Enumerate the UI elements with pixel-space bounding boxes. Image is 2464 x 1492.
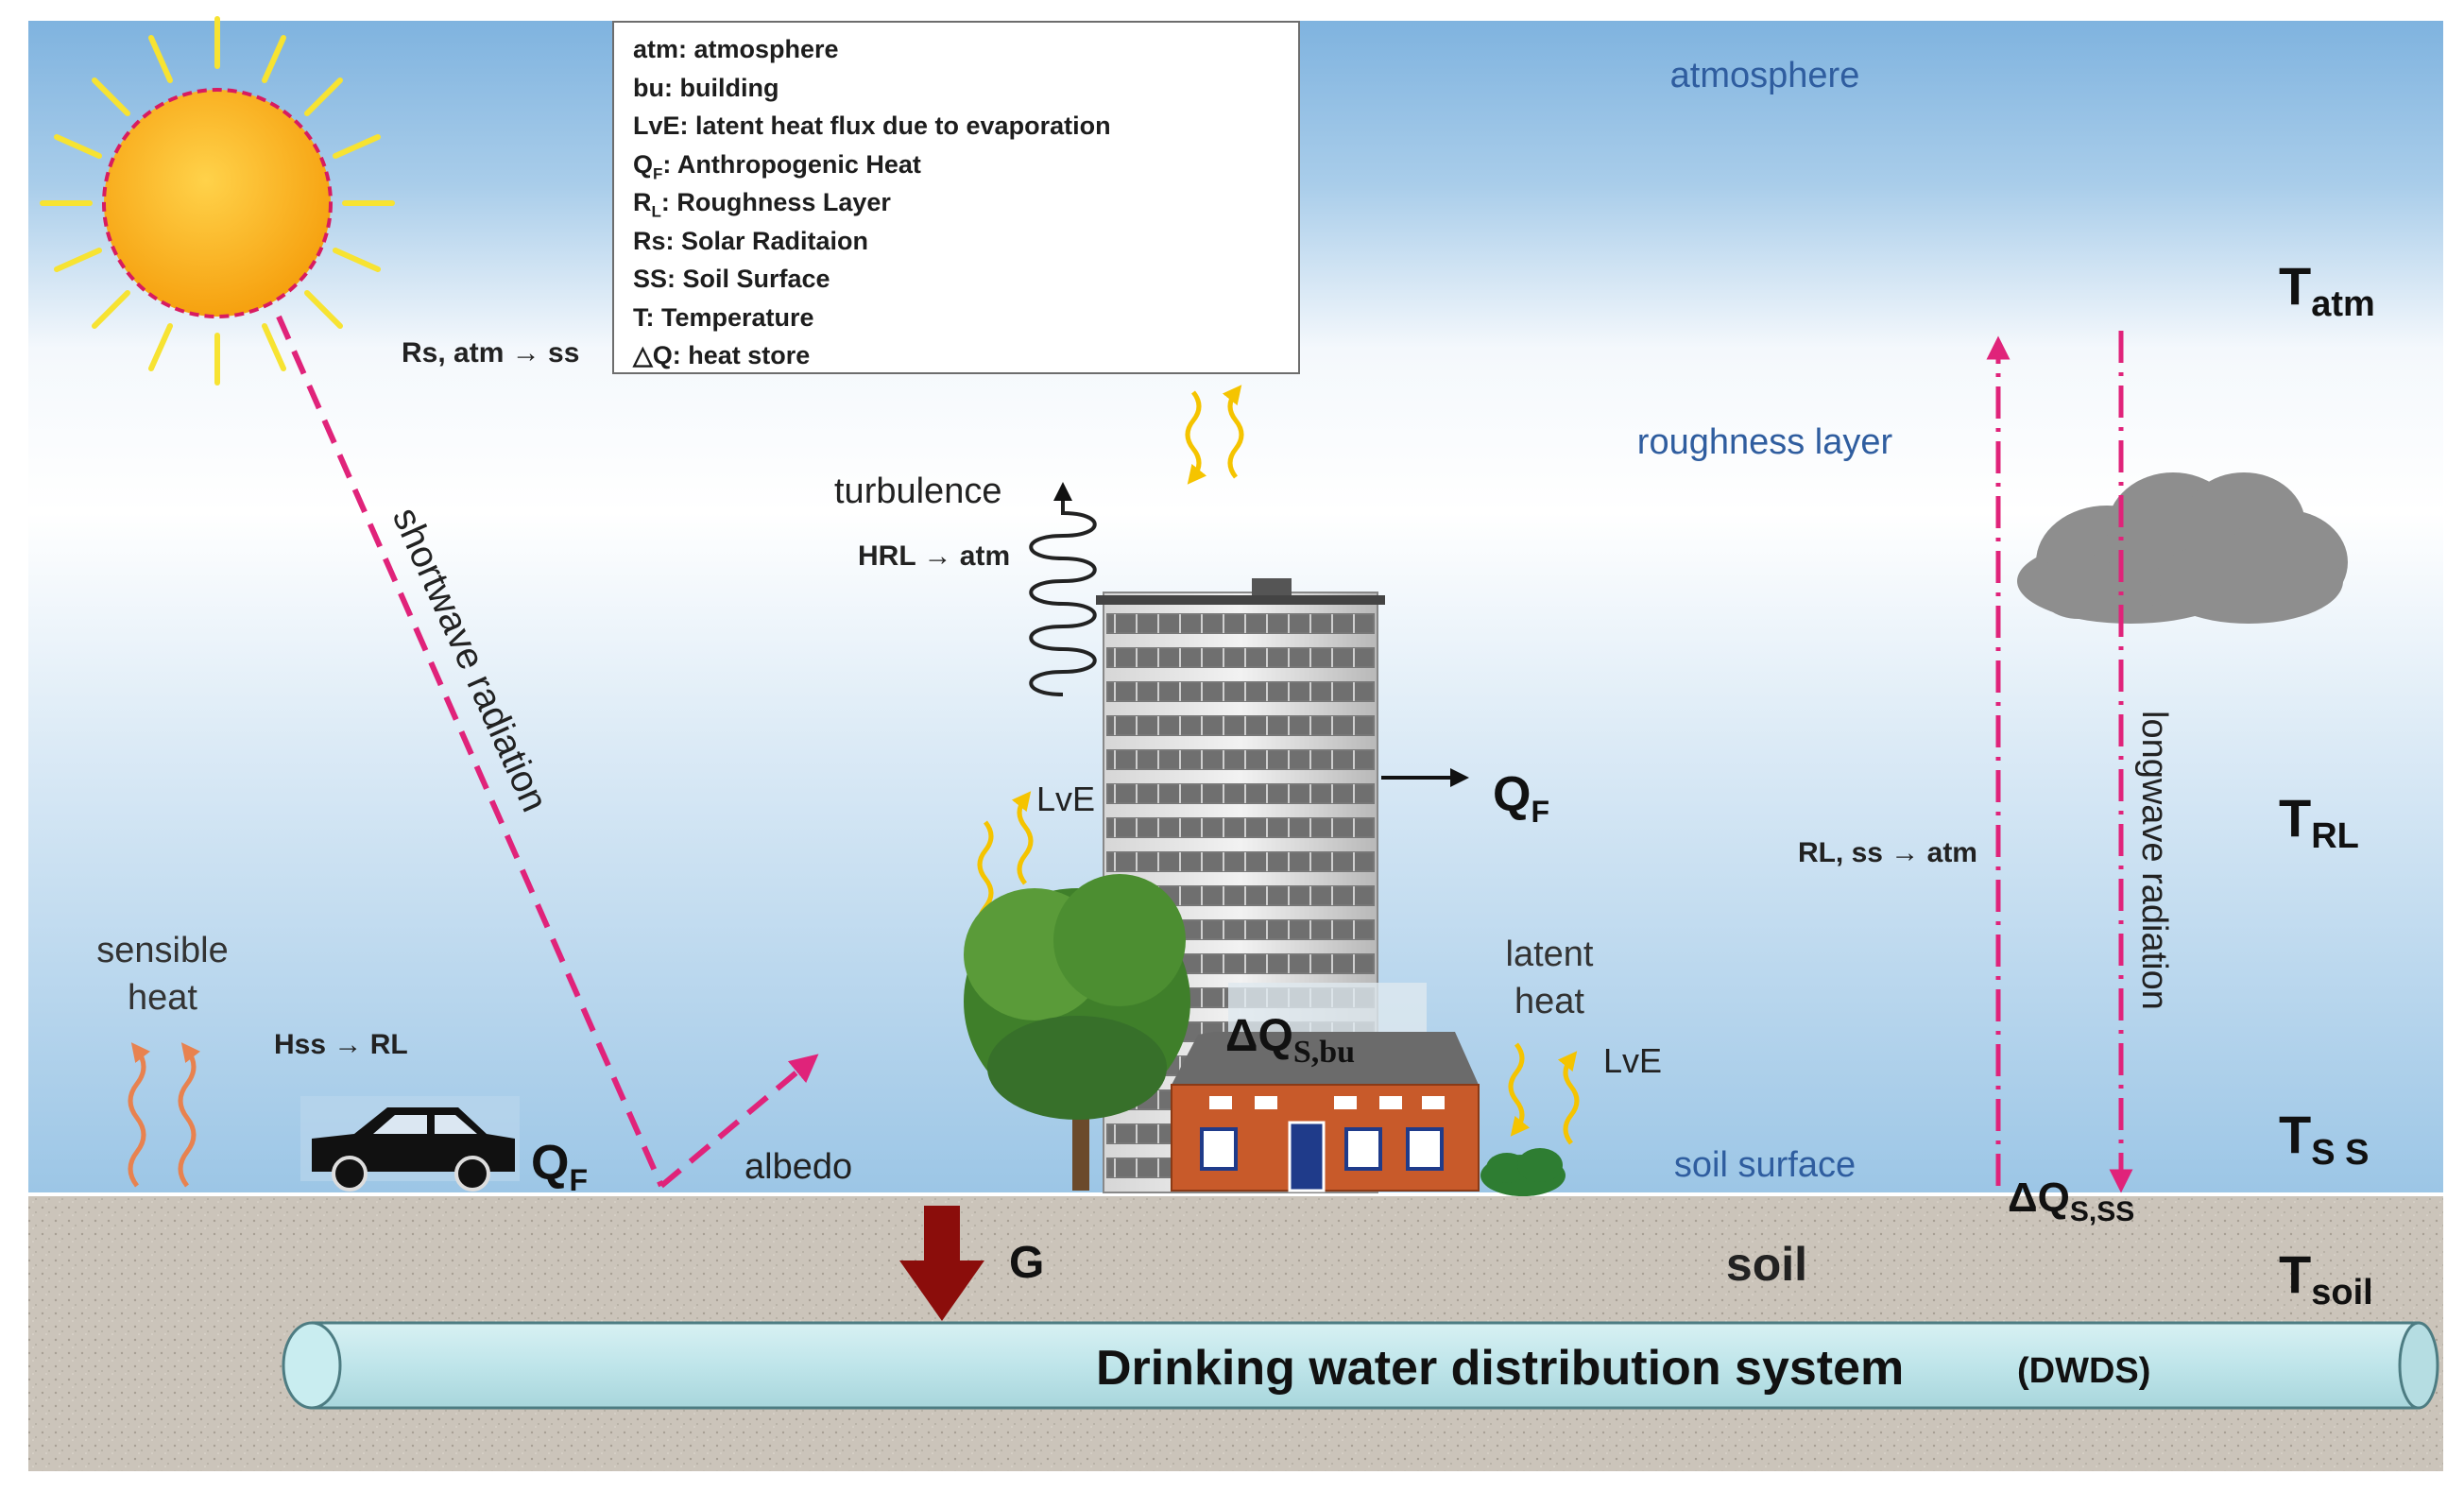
rl-ss-atm-label: RL, ss → atm — [1798, 837, 1977, 868]
tower-window-band — [1106, 851, 1375, 872]
g-label: G — [1009, 1238, 1044, 1288]
t-soil-label: Tsoil — [2279, 1244, 2373, 1312]
tower-window-band — [1106, 817, 1375, 838]
house-icon — [1171, 983, 1480, 1192]
legend-item-dq: △Q: heat store — [633, 341, 811, 369]
legend-item-ss: SS: Soil Surface — [633, 265, 830, 293]
atmosphere-label: atmosphere — [1670, 56, 1860, 95]
ground-lve-squiggles — [1508, 1042, 1580, 1145]
latent-flux-top-squiggles — [1185, 385, 1244, 485]
legend-item-atm: atm: atmosphere — [633, 35, 839, 63]
pipe-icon — [282, 1321, 2439, 1410]
legend-item-t: T: Temperature — [633, 302, 814, 332]
tower-window-band — [1106, 749, 1375, 770]
shortwave-ray — [276, 315, 664, 1188]
legend-item-qf: QF: Anthropogenic Heat — [633, 149, 921, 182]
tower-window-band — [1106, 647, 1375, 668]
tree-icon — [964, 874, 1190, 1191]
soil-surface-label: soil surface — [1674, 1145, 1856, 1185]
latent-heat-label-2: heat — [1514, 982, 1584, 1021]
cloud-icon — [2017, 472, 2348, 624]
dq-bu-label: ΔQS,bu — [1225, 1011, 1355, 1070]
tower-window-band — [1106, 681, 1375, 702]
albedo-label: albedo — [744, 1147, 852, 1187]
lve-ground-label: LvE — [1603, 1041, 1662, 1080]
t-ss-label: TS S — [2279, 1105, 2369, 1173]
turbulence-label: turbulence — [834, 472, 1001, 511]
soil-label: soil — [1726, 1238, 1807, 1291]
rs-flux-label: Rs, atm → ss — [402, 337, 579, 369]
car-icon — [300, 1096, 520, 1192]
qf-building-label: QF — [1493, 767, 1549, 829]
dwds-name-label: Drinking water distribution system — [1096, 1341, 1904, 1396]
qf-car-label: QF — [531, 1136, 588, 1197]
sensible-heat-label-1: sensible — [96, 931, 228, 970]
h-rl-atm-label: HRL → atm — [858, 540, 1010, 572]
roughness-layer-label: roughness layer — [1637, 422, 1893, 462]
latent-heat-label-1: latent — [1506, 935, 1594, 974]
tower-window-band — [1106, 613, 1375, 634]
lve-building-label: LvE — [1036, 780, 1095, 818]
legend-item-bu: bu: building — [633, 73, 779, 102]
t-rl-label: TRL — [2279, 788, 2359, 856]
ground-heat-arrow — [899, 1206, 984, 1321]
legend-item-rs: Rs: Solar Raditaion — [633, 226, 869, 255]
sensible-heat-label-2: heat — [128, 978, 197, 1018]
tower-window-band — [1106, 715, 1375, 736]
h-ss-rl-label: Hss → RL — [274, 1029, 408, 1060]
sun-icon — [40, 16, 395, 386]
dq-ss-label: ΔQS,SS — [2008, 1175, 2134, 1227]
sensible-heat-squiggles — [128, 1042, 201, 1188]
bush-icon — [1480, 1148, 1566, 1196]
legend-item-rl: RL: Roughness Layer — [633, 188, 891, 221]
dwds-abbr-label: (DWDS) — [2017, 1351, 2150, 1391]
longwave-label: longwave radiation — [2134, 711, 2174, 1010]
tower-window-band — [1106, 783, 1375, 804]
albedo-ray — [659, 1054, 819, 1189]
legend-item-lve: LvE: latent heat flux due to evaporation — [633, 111, 1111, 140]
legend-box: atm: atmosphere bu: building LvE: latent… — [612, 21, 1300, 374]
turbulence-coil-icon — [1029, 482, 1097, 696]
t-atm-label: Tatm — [2279, 256, 2375, 324]
